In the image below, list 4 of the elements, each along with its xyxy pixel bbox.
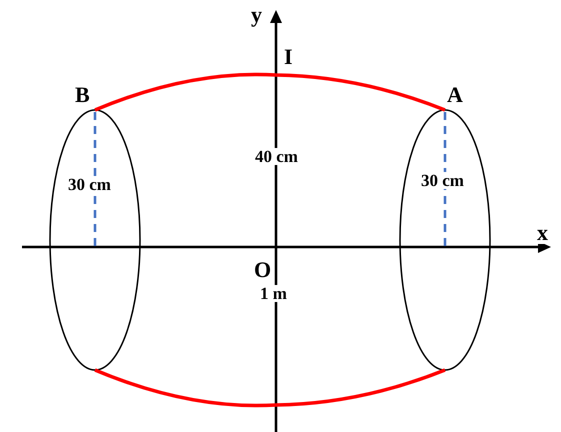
dimension-label: 1 m: [259, 285, 288, 302]
dimension-label: 30 cm: [67, 176, 112, 193]
dimension-label: 30 cm: [420, 172, 465, 189]
dimension-label: 40 cm: [254, 148, 299, 165]
